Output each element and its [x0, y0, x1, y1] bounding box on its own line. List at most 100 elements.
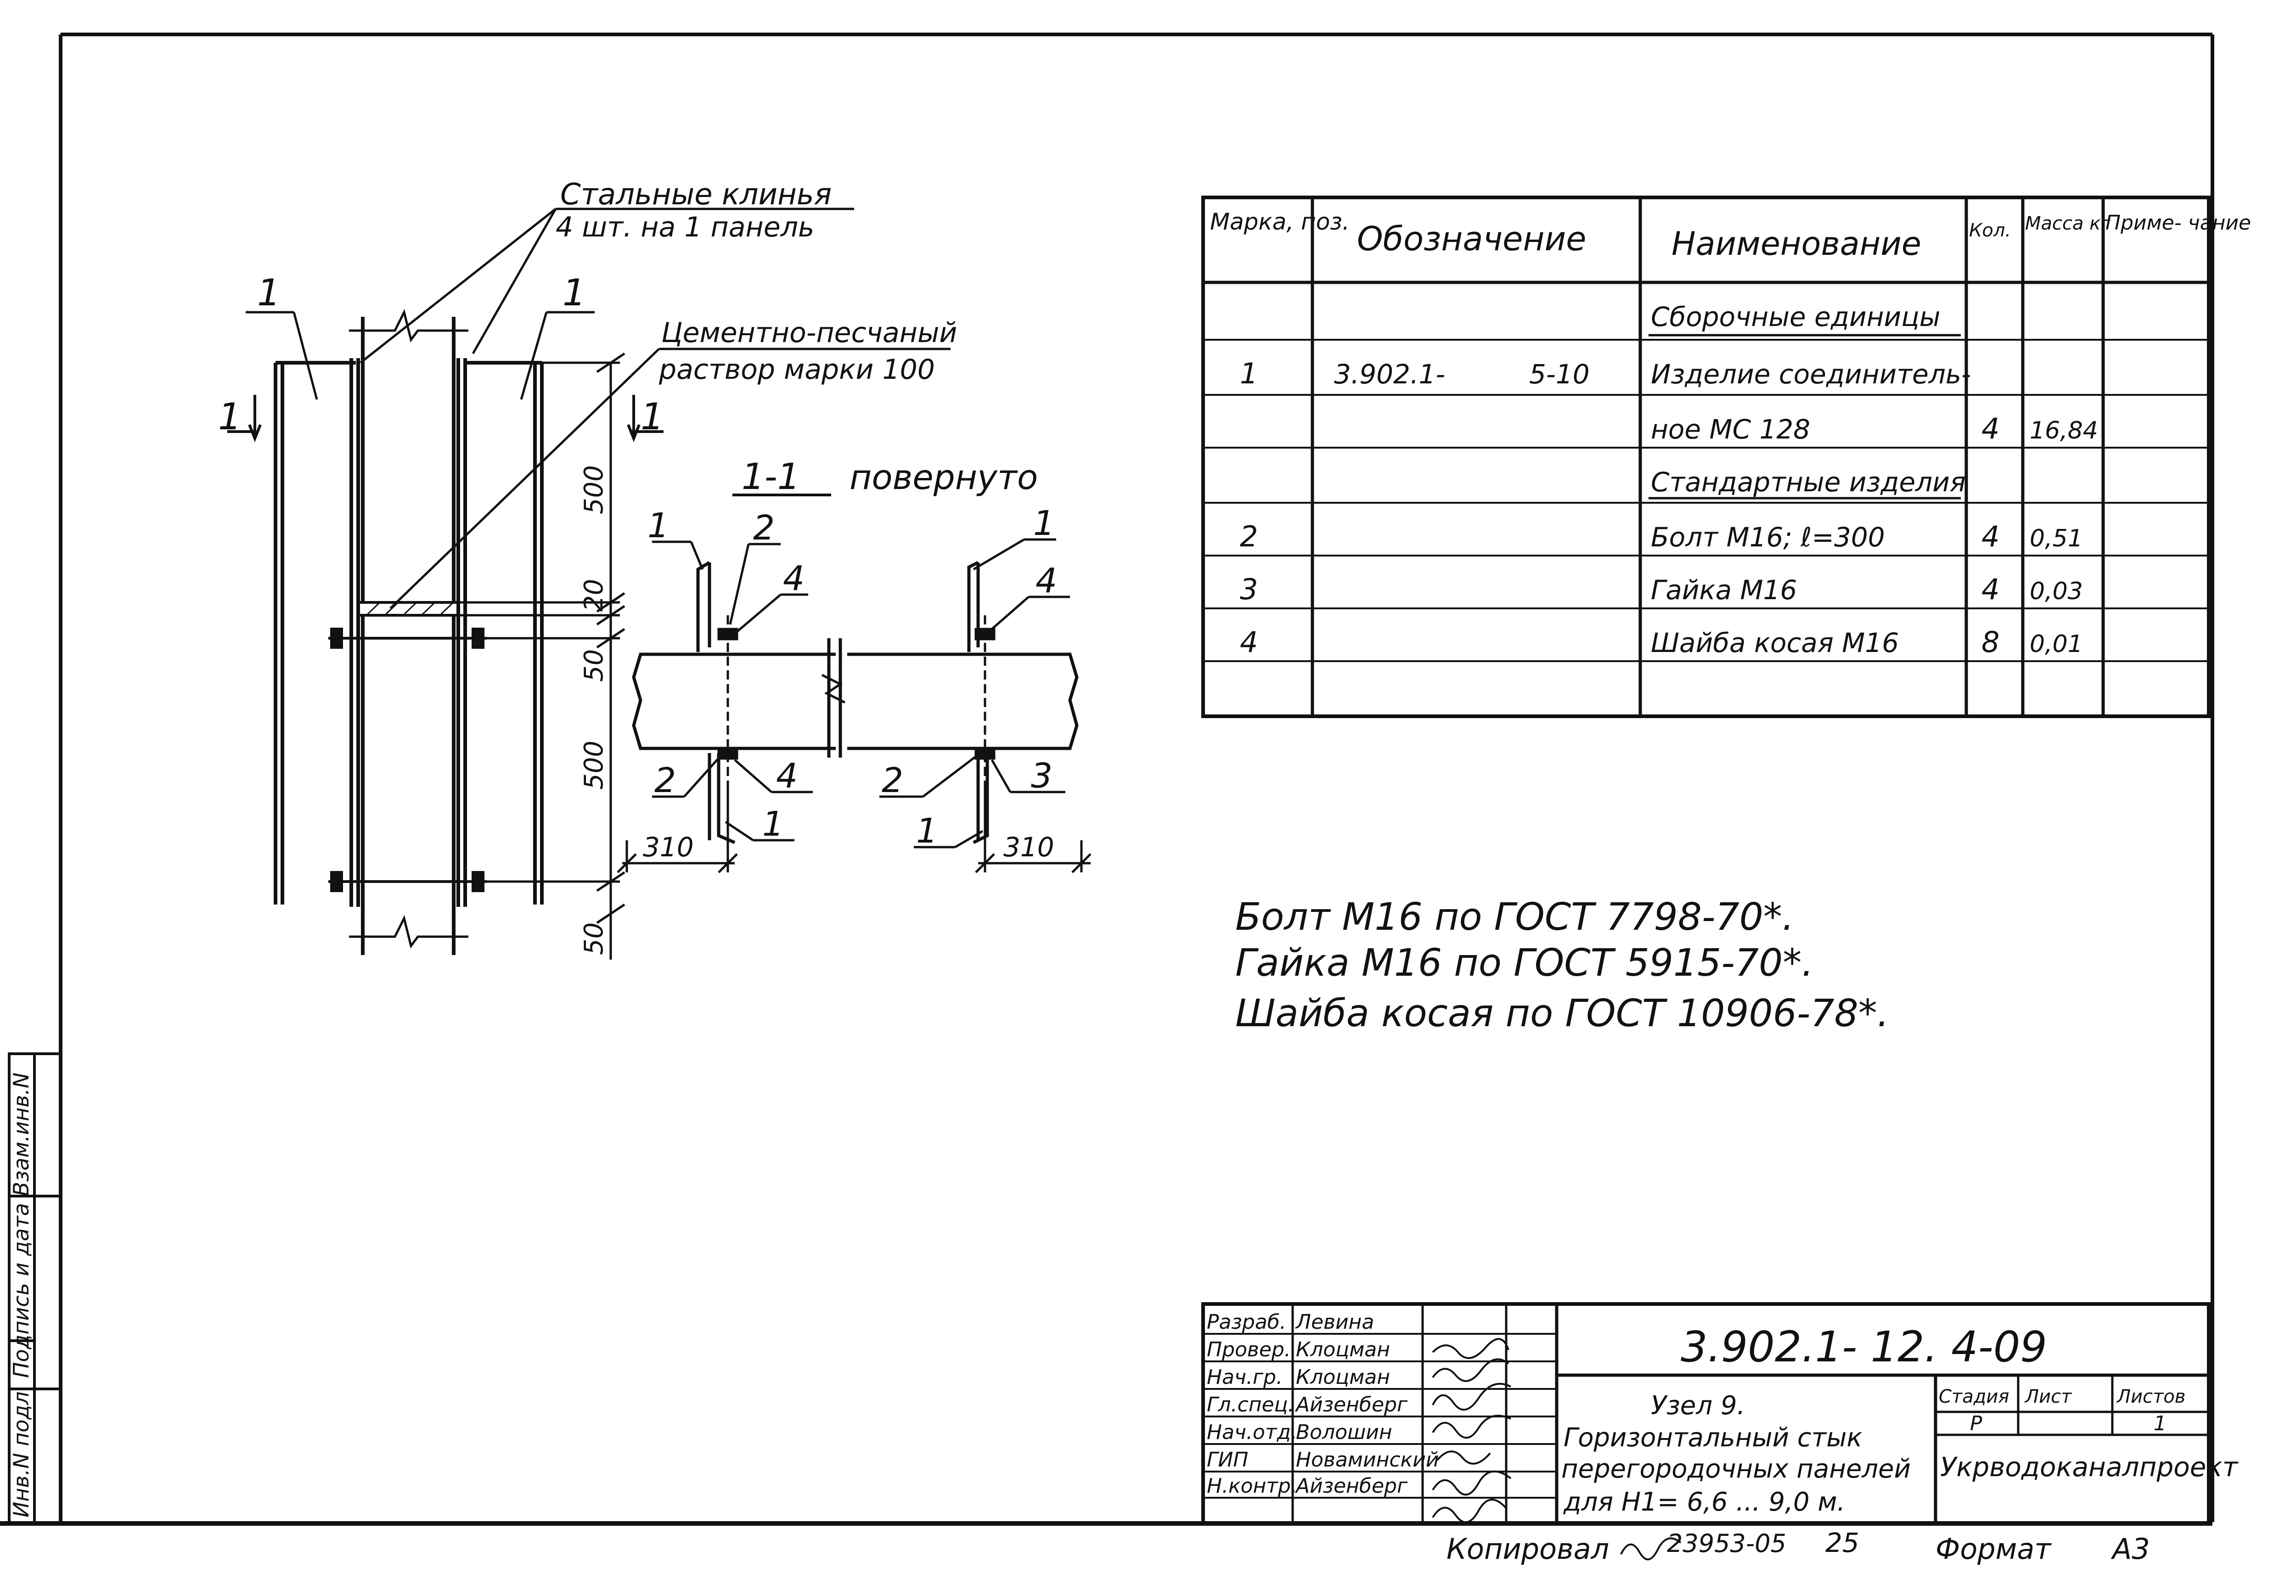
- tb-role: Разраб.: [1207, 1310, 1286, 1334]
- spec-cell-qty: 4: [1981, 573, 1999, 606]
- section-pos3-bottom-right: 3: [1031, 756, 1052, 796]
- section-pos1-bottom-right: 1: [916, 811, 938, 851]
- tb-person-name: Айзенберг: [1294, 1474, 1408, 1498]
- spec-cell-qty: 4: [1981, 412, 1999, 445]
- spec-cell-name: Гайка М16: [1651, 574, 1797, 606]
- tb-role: Провер.: [1207, 1338, 1291, 1361]
- spec-cell-mark: 3: [1240, 573, 1258, 606]
- section-pos1-top-left: 1: [647, 506, 669, 545]
- title-line-4: для H1= 6,6 ... 9,0 м.: [1563, 1487, 1845, 1517]
- tb-role: Н.контр.: [1207, 1474, 1297, 1498]
- section-pos2-bottom-right: 2: [882, 761, 903, 800]
- stage-value: Р: [1970, 1412, 1982, 1435]
- spec-cell-name: Шайба косая М16: [1651, 627, 1899, 658]
- section-title-text: повернуто: [850, 458, 1038, 497]
- title-block-grid: [1201, 1302, 2211, 1525]
- dim-50-top: 50: [579, 649, 609, 682]
- spec-cell-mark: 4: [1240, 625, 1258, 659]
- spec-header-note: Приме- чание: [2105, 211, 2251, 235]
- section-pos1-top-right: 1: [1033, 504, 1055, 543]
- tb-person-name: Айзенберг: [1294, 1393, 1408, 1416]
- spec-cell-qty: 8: [1981, 625, 1999, 659]
- tb-person-name: Волошин: [1296, 1421, 1392, 1444]
- organization: Укрводоканалпроект: [1940, 1451, 2239, 1483]
- copied-signature: [1620, 1537, 1682, 1561]
- spec-cell-name: Изделие соединитель-: [1651, 359, 1971, 390]
- sheets-label: Листов: [2116, 1386, 2185, 1407]
- elevation-leaders: [246, 208, 951, 609]
- format-label: Формат: [1936, 1532, 2052, 1566]
- elevation-bolts: [328, 628, 487, 892]
- title-line-1: Узел 9.: [1651, 1391, 1745, 1421]
- spec-header-mark: Марка, поз.: [1210, 208, 1350, 235]
- elevation-view: [274, 309, 544, 955]
- section-bolts: [717, 615, 996, 781]
- spec-cell-name: Сборочные единицы: [1651, 301, 1941, 332]
- spec-cell-qty: 4: [1981, 520, 1999, 553]
- sheet-label: Лист: [2024, 1386, 2072, 1407]
- section-view: [632, 561, 1079, 844]
- title-block-people: Разраб.ЛевинаПровер.КлоцманНач.гр.Клоцма…: [1207, 1310, 1439, 1498]
- spec-cell-mass: 0,03: [2030, 578, 2083, 605]
- side-strip-label: Инв.N подл. Подпись и дата Взам.инв.N: [9, 1073, 34, 1517]
- note-washer: Шайба косая по ГОСТ 10906-78*.: [1235, 992, 1889, 1035]
- tb-person-name: Клоцман: [1296, 1338, 1390, 1361]
- spec-header-name: Наименование: [1671, 225, 1921, 263]
- section-leaders: [652, 538, 1070, 849]
- spec-cell-name: Болт М16; ℓ=300: [1651, 522, 1885, 553]
- spec-table-rows: Сборочные единицы 1 3.902.1- 5-10 Изделие со…: [1240, 301, 2098, 659]
- section-pos1-bottom-left: 1: [762, 804, 784, 844]
- spec-header-mass: Масса кг: [2025, 213, 2110, 234]
- dim-310-left: 310: [643, 832, 694, 863]
- tb-role: Нач.отд.: [1207, 1421, 1297, 1444]
- tb-person-name: Новаминский: [1296, 1448, 1439, 1472]
- section-cut-label-right: 1: [641, 395, 664, 438]
- title-line-3: перегородочных панелей: [1561, 1454, 1911, 1484]
- spec-cell-designation-suffix: 5-10: [1529, 359, 1590, 390]
- spec-header-designation: Обозначение: [1357, 219, 1587, 258]
- wedges-title: Стальные клинья: [560, 178, 832, 212]
- spec-cell-name: ное МС 128: [1651, 414, 1810, 445]
- tb-role: Гл.спец.: [1207, 1393, 1294, 1416]
- section-cut-label-left: 1: [218, 395, 242, 438]
- section-dimensions: [617, 781, 1092, 873]
- elevation-pos1-right: 1: [563, 271, 586, 314]
- spec-header-qty: Кол.: [1969, 220, 2011, 241]
- spec-table-grid: [1201, 196, 2211, 718]
- spec-cell-name: Стандартные изделия: [1651, 466, 1966, 498]
- side-strip: [8, 1052, 62, 1525]
- spec-cell-designation: 3.902.1-: [1334, 359, 1445, 390]
- dimension-chain-vertical: [459, 352, 625, 960]
- page-number: 25: [1825, 1527, 1859, 1558]
- section-pos4-bottom-left: 4: [776, 756, 798, 796]
- dim-50-bottom: 50: [579, 922, 609, 955]
- dim-500-bottom: 500: [579, 741, 609, 790]
- tb-person-name: Левина: [1295, 1310, 1374, 1334]
- mortar-label-1: Цементно-песчаный: [661, 317, 957, 349]
- spec-cell-mark: 1: [1240, 357, 1258, 390]
- dim-500-top: 500: [579, 465, 609, 514]
- sheets-value: 1: [2154, 1412, 2167, 1435]
- tb-person-name: Клоцман: [1296, 1366, 1390, 1389]
- stage-label: Стадия: [1939, 1386, 2009, 1407]
- section-pos2-bottom-left: 2: [654, 761, 676, 800]
- format-value: А3: [2110, 1532, 2150, 1566]
- tb-role: ГИП: [1207, 1448, 1249, 1472]
- tb-role: Нач.гр.: [1207, 1366, 1283, 1389]
- copied-label: Копировал: [1446, 1532, 1609, 1566]
- note-nut: Гайка М16 по ГОСТ 5915-70*.: [1235, 941, 1813, 985]
- wedges-qty: 4 шт. на 1 панель: [556, 211, 814, 243]
- doc-number: 3.902.1- 12. 4-09: [1681, 1322, 2047, 1371]
- elevation-pos1-left: 1: [257, 271, 281, 314]
- section-pos2-top-left: 2: [753, 508, 775, 548]
- section-title-number: 1-1: [742, 456, 800, 498]
- section-pos4-top-left: 4: [783, 559, 805, 598]
- spec-cell-mass: 0,51: [2030, 525, 2083, 552]
- mortar-label-2: раствор марки 100: [658, 354, 935, 386]
- spec-cell-mass: 16,84: [2030, 417, 2098, 444]
- note-bolt: Болт М16 по ГОСТ 7798-70*.: [1235, 895, 1794, 939]
- spec-cell-mass: 0,01: [2030, 630, 2083, 658]
- signatures: [1432, 1338, 1512, 1523]
- dim-310-right: 310: [1003, 832, 1054, 863]
